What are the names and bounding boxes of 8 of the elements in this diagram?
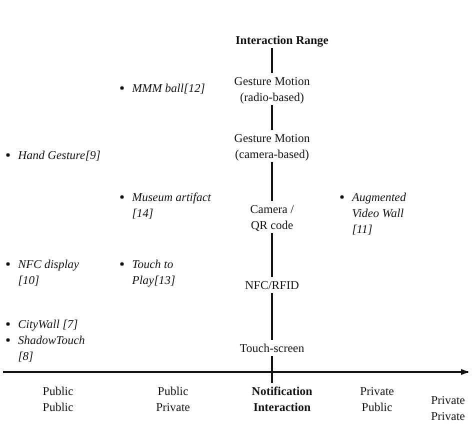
list-item: MMM ball[12] (132, 80, 205, 96)
list-item: NFC display [10] (18, 256, 80, 288)
list-item: ShadowTouch [8] (18, 332, 86, 364)
list-item: CityWall [7] (18, 316, 78, 332)
list-item: Museum artifact [14] (132, 189, 212, 221)
list-item: Augmented Video Wall [11] (352, 189, 407, 237)
list-item: Touch to Play[13] (132, 256, 176, 288)
list-item: Hand Gesture[9] (18, 147, 101, 163)
